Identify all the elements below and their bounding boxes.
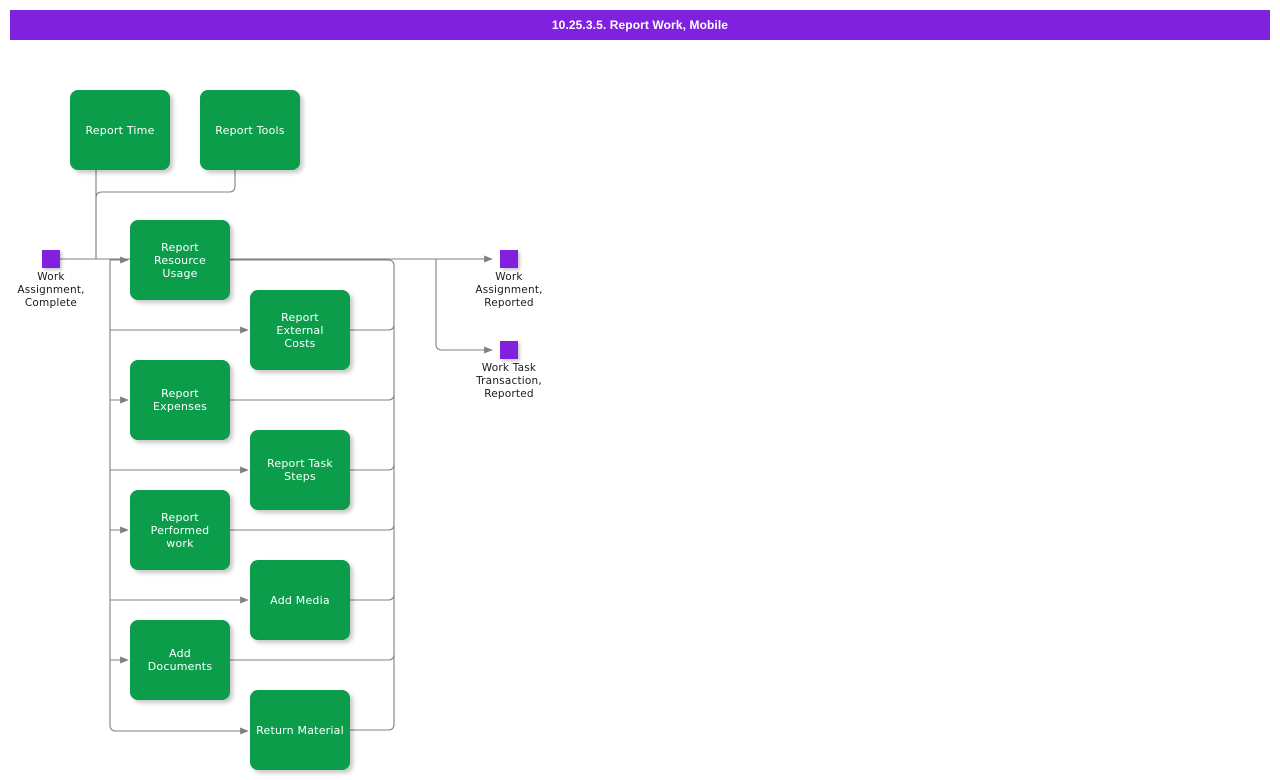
process-label: Report Time	[85, 123, 155, 137]
process-label: Return Material	[256, 723, 344, 737]
page-title-bar: 10.25.3.5. Report Work, Mobile	[10, 10, 1270, 40]
wire-out-report-external-costs	[350, 323, 395, 331]
process-add-documents[interactable]: Add Documents	[130, 620, 230, 700]
terminal-work-assignment-complete[interactable]: Work Assignment, Complete	[0, 250, 151, 310]
process-label: Report Task Steps	[267, 457, 333, 483]
process-report-task-steps[interactable]: Report Task Steps	[250, 430, 350, 510]
process-report-expenses[interactable]: Report Expenses	[130, 360, 230, 440]
process-report-tools[interactable]: Report Tools	[200, 90, 300, 170]
process-label: Report Tools	[215, 123, 285, 137]
terminal-work-task-transaction-reported[interactable]: Work Task Transaction, Reported	[409, 341, 609, 401]
terminal-label: Work Assignment, Reported	[475, 271, 543, 309]
process-label: Add Documents	[147, 647, 213, 673]
wire-out-add-media	[350, 593, 395, 601]
process-label: Report Performed work	[150, 510, 210, 550]
process-report-time[interactable]: Report Time	[70, 90, 170, 170]
process-label: Report External Costs	[276, 310, 324, 350]
process-report-performed-work[interactable]: Report Performed work	[130, 490, 230, 570]
process-report-resource-usage[interactable]: Report Resource Usage	[130, 220, 230, 300]
terminal-label: Work Task Transaction, Reported	[476, 362, 542, 400]
terminal-swatch-icon	[42, 250, 60, 268]
terminal-work-assignment-reported[interactable]: Work Assignment, Reported	[409, 250, 609, 310]
terminal-label: Work Assignment, Complete	[17, 271, 85, 309]
wire-out-report-expenses	[230, 393, 395, 401]
process-label: Add Media	[270, 593, 330, 607]
wire-out-add-documents	[230, 653, 395, 661]
wire-out-report-task-steps	[350, 463, 395, 471]
page-title: 10.25.3.5. Report Work, Mobile	[551, 18, 729, 32]
wire-out-report-resource-usage	[230, 259, 395, 267]
process-label: Report Expenses	[152, 387, 207, 413]
wire-out-report-performed-work	[230, 523, 395, 531]
process-add-media[interactable]: Add Media	[250, 560, 350, 640]
process-label: Report Resource Usage	[153, 240, 207, 280]
process-return-material[interactable]: Return Material	[250, 690, 350, 770]
process-report-external-costs[interactable]: Report External Costs	[250, 290, 350, 370]
terminal-swatch-icon	[500, 250, 518, 268]
terminal-swatch-icon	[500, 341, 518, 359]
wire-out-return-material	[350, 723, 395, 731]
